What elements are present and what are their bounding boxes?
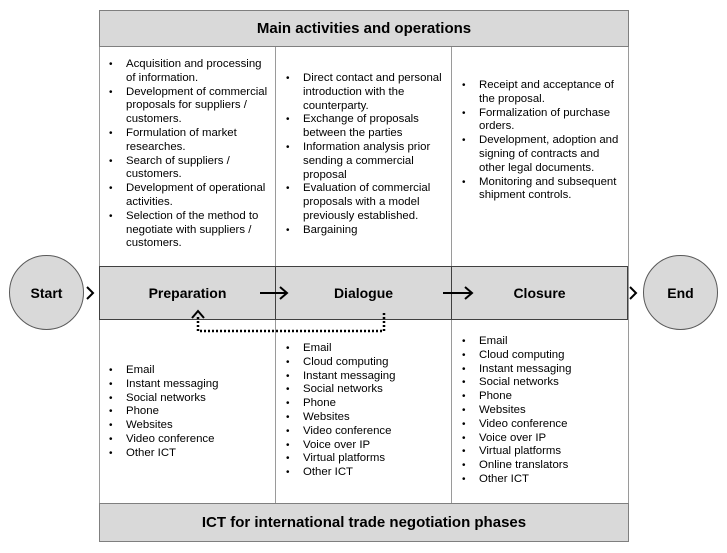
ict-item: Instant messaging [107, 378, 272, 392]
ict-item: Phone [460, 390, 625, 404]
ict-item: Virtual platforms [284, 452, 448, 466]
start-label: Start [30, 284, 63, 301]
ict-item: Email [460, 335, 625, 349]
activity-item: Formulation of market researches. [107, 127, 272, 155]
activity-item: Search of suppliers / customers. [107, 155, 272, 183]
activity-item: Evaluation of commercial proposals with … [284, 182, 448, 223]
ict-item: Voice over IP [460, 432, 625, 446]
ict-item: Video conference [284, 425, 448, 439]
ict-item: Other ICT [284, 466, 448, 480]
start-node: Start [9, 255, 84, 330]
closure-activities-list: Receipt and acceptance of the proposal. … [460, 79, 625, 203]
closure-activities: Receipt and acceptance of the proposal. … [460, 79, 625, 203]
closure-ict-list: Email Cloud computing Instant messaging … [460, 335, 625, 487]
ict-item: Phone [284, 397, 448, 411]
activity-item: Formalization of purchase orders. [460, 107, 625, 135]
activity-item: Exchange of proposals between the partie… [284, 113, 448, 141]
ict-item: Social networks [460, 376, 625, 390]
ict-item: Online translators [460, 459, 625, 473]
preparation-activities-list: Acquisition and processing of informatio… [107, 58, 272, 251]
activity-item: Direct contact and personal introduction… [284, 72, 448, 113]
ict-item: Other ICT [460, 473, 625, 487]
ict-item: Websites [460, 404, 625, 418]
ict-item: Websites [284, 411, 448, 425]
phase-closure-label: Closure [513, 285, 566, 301]
top-banner: Main activities and operations [99, 10, 629, 47]
activity-item: Information analysis prior sending a com… [284, 141, 448, 182]
phase-dialogue-label: Dialogue [333, 285, 394, 301]
dialogue-ict: Email Cloud computing Instant messaging … [284, 342, 448, 480]
ict-item: Email [107, 364, 272, 378]
dialogue-activities-list: Direct contact and personal introduction… [284, 72, 448, 238]
start-arrow [86, 286, 95, 300]
activity-item: Development, adoption and signing of con… [460, 134, 625, 175]
ict-item: Cloud computing [284, 356, 448, 370]
preparation-ict: Email Instant messaging Social networks … [107, 364, 272, 461]
activity-item: Selection of the method to negotiate wit… [107, 210, 272, 251]
ict-item: Email [284, 342, 448, 356]
phase-closure: Closure [451, 266, 628, 320]
dialogue-ict-list: Email Cloud computing Instant messaging … [284, 342, 448, 480]
dialogue-activities: Direct contact and personal introduction… [284, 72, 448, 238]
ict-item: Social networks [107, 392, 272, 406]
end-node: End [643, 255, 718, 330]
activity-item: Acquisition and processing of informatio… [107, 58, 272, 86]
bottom-banner-title: ICT for international trade negotiation … [201, 514, 527, 531]
ict-item: Video conference [107, 433, 272, 447]
ict-item: Voice over IP [284, 439, 448, 453]
ict-item: Instant messaging [460, 363, 625, 377]
closure-ict: Email Cloud computing Instant messaging … [460, 335, 625, 487]
ict-item: Cloud computing [460, 349, 625, 363]
ict-item: Other ICT [107, 447, 272, 461]
ict-item: Instant messaging [284, 370, 448, 384]
end-label: End [667, 284, 694, 301]
bottom-banner: ICT for international trade negotiation … [99, 503, 629, 542]
activity-item: Receipt and acceptance of the proposal. [460, 79, 625, 107]
activity-item: Monitoring and subsequent shipment contr… [460, 176, 625, 204]
ict-item: Video conference [460, 418, 625, 432]
preparation-ict-list: Email Instant messaging Social networks … [107, 364, 272, 461]
phase-preparation: Preparation [99, 266, 276, 320]
preparation-activities: Acquisition and processing of informatio… [107, 58, 272, 251]
end-arrow [629, 286, 638, 300]
phase-preparation-label: Preparation [148, 285, 227, 301]
ict-item: Social networks [284, 383, 448, 397]
activity-item: Development of commercial proposals for … [107, 86, 272, 127]
ict-item: Websites [107, 419, 272, 433]
top-banner-title: Main activities and operations [256, 20, 472, 37]
activity-item: Development of operational activities. [107, 182, 272, 210]
phase-dialogue: Dialogue [275, 266, 452, 320]
ict-item: Virtual platforms [460, 445, 625, 459]
activity-item: Bargaining [284, 224, 448, 238]
ict-item: Phone [107, 405, 272, 419]
